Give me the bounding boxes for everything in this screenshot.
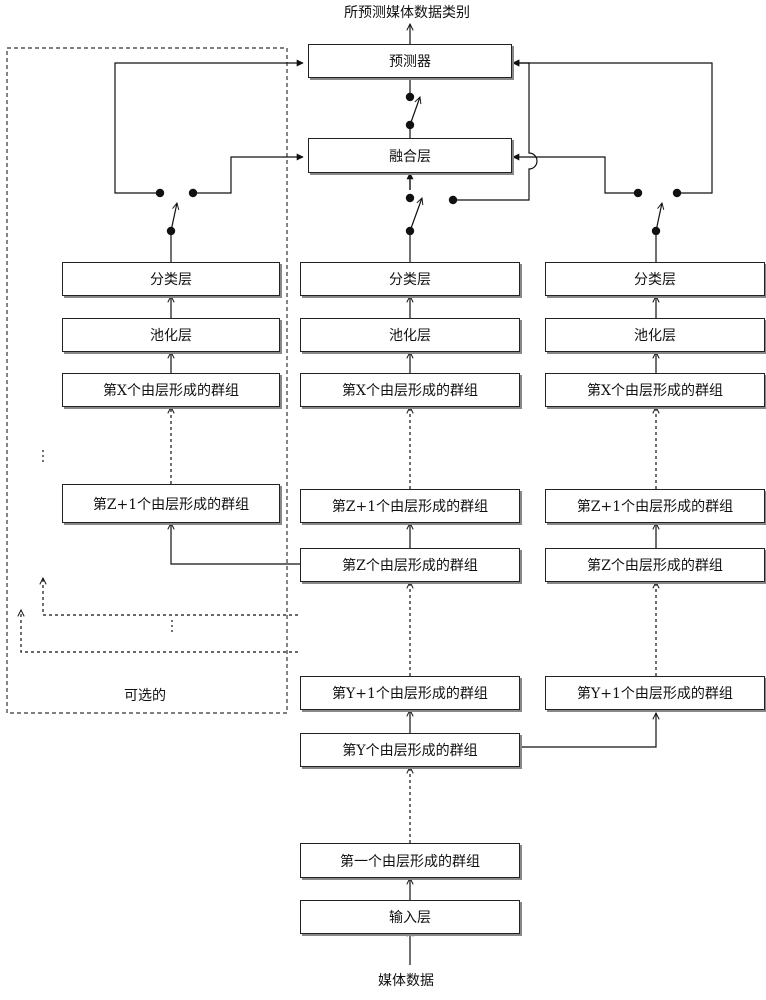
input-layer-box: 输入层 <box>300 900 520 934</box>
left-group-z-plus-1: 第Z+1个由层形成的群组 <box>62 484 280 523</box>
left-to-predictor-line <box>114 59 304 194</box>
left-pooling-layer: 池化层 <box>62 318 280 352</box>
center-group-first: 第一个由层形成的群组 <box>300 843 520 878</box>
right-to-fusion-line <box>512 153 638 194</box>
left-to-fusion-line <box>193 153 304 194</box>
z-to-left-branch <box>171 523 307 565</box>
right-group-z: 第Z个由层形成的群组 <box>545 548 765 582</box>
right-classification-layer: 分类层 <box>545 262 765 296</box>
center-group-z: 第Z个由层形成的群组 <box>300 548 520 582</box>
predictor-box: 预测器 <box>308 44 512 78</box>
switch-contacts <box>155 92 682 236</box>
right-pooling-layer: 池化层 <box>545 318 765 352</box>
center-group-y: 第Y个由层形成的群组 <box>300 733 520 767</box>
right-group-y-plus-1: 第Y+1个由层形成的群组 <box>545 676 765 710</box>
left-classification-layer: 分类层 <box>62 262 280 296</box>
optional-region-border <box>6 47 288 714</box>
bottom-input-label: 媒体数据 <box>378 973 434 989</box>
left-group-x: 第X个由层形成的群组 <box>62 373 280 407</box>
center-to-predictor-line <box>453 59 538 201</box>
y-to-right-branch <box>520 713 656 748</box>
center-group-y-plus-1: 第Y+1个由层形成的群组 <box>300 676 520 710</box>
center-group-z-plus-1: 第Z+1个由层形成的群组 <box>300 489 520 523</box>
optional-label: 可选的 <box>124 688 166 704</box>
fusion-layer-box: 融合层 <box>308 138 512 173</box>
right-group-z-plus-1: 第Z+1个由层形成的群组 <box>545 489 765 523</box>
right-group-x: 第X个由层形成的群组 <box>545 373 765 407</box>
center-classification-layer: 分类层 <box>300 262 520 296</box>
right-to-predictor-line <box>512 59 713 194</box>
top-output-label: 所预测媒体数据类别 <box>344 5 470 21</box>
center-pooling-layer: 池化层 <box>300 318 520 352</box>
center-group-x: 第X个由层形成的群组 <box>300 373 520 407</box>
